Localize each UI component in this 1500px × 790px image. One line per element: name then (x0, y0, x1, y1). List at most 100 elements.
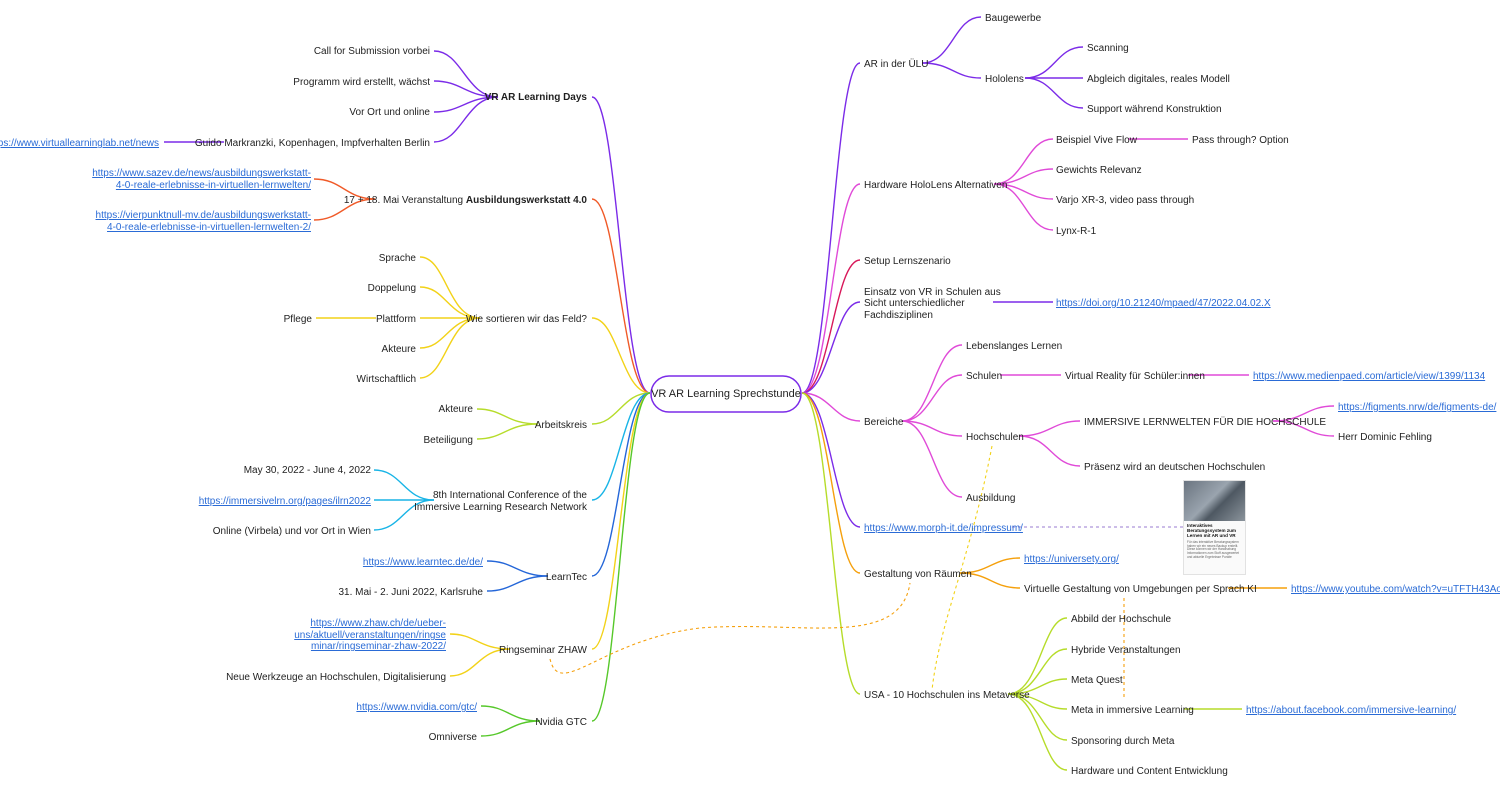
node-fehling[interactable]: Herr Dominic Fehling (1338, 432, 1432, 443)
node-lebenslang[interactable]: Lebenslanges Lernen (966, 341, 1062, 352)
node-support[interactable]: Support während Konstruktion (1087, 104, 1222, 115)
node-conference-line2[interactable]: Immersive Learning Research Network (414, 502, 588, 513)
node-scanning[interactable]: Scanning (1087, 43, 1129, 54)
link-nvidia[interactable]: https://www.nvidia.com/gtc/ (356, 702, 477, 713)
left-labels: VR AR Learning Days Call for Submission … (0, 46, 588, 743)
root-node[interactable] (650, 375, 802, 413)
node-bereiche[interactable]: Bereiche (864, 417, 904, 428)
node-hardware[interactable]: Hardware HoloLens Alternativen (864, 180, 1007, 191)
node-raeume[interactable]: Gestaltung von Räumen (864, 569, 972, 580)
node-vive-flow[interactable]: Beispiel Vive Flow (1056, 135, 1138, 146)
node-pflege[interactable]: Pflege (284, 314, 313, 325)
node-einsatz-line2[interactable]: Sicht unterschiedlicher (864, 298, 965, 309)
node-usa[interactable]: USA - 10 Hochschulen ins Metaverse (864, 690, 1030, 701)
node-varjo[interactable]: Varjo XR-3, video pass through (1056, 195, 1194, 206)
node-vor-ort-online[interactable]: Vor Ort und online (349, 107, 430, 118)
node-einsatz-line1[interactable]: Einsatz von VR in Schulen aus (864, 287, 1001, 298)
node-omniverse[interactable]: Omniverse (429, 732, 478, 743)
node-doppelung[interactable]: Doppelung (368, 283, 416, 294)
node-schulen[interactable]: Schulen (966, 371, 1002, 382)
node-wirtschaftlich[interactable]: Wirtschaftlich (357, 374, 416, 385)
branch-einsatz (801, 301, 861, 394)
node-ringseminar[interactable]: Ringseminar ZHAW (499, 645, 588, 656)
node-sponsoring[interactable]: Sponsoring durch Meta (1071, 736, 1175, 747)
node-sprache[interactable]: Sprache (379, 253, 417, 264)
link-zhaw-line2[interactable]: uns/aktuell/veranstaltungen/ringse (294, 630, 446, 641)
left-branches (164, 50, 651, 737)
node-hochschulen[interactable]: Hochschulen (966, 432, 1024, 443)
branch-morph (801, 392, 861, 528)
node-akteure-sort[interactable]: Akteure (382, 344, 417, 355)
node-meta-quest[interactable]: Meta Quest (1071, 675, 1123, 686)
node-conference-line1[interactable]: 8th International Conference of the (433, 490, 587, 501)
node-sortieren[interactable]: Wie sortieren wir das Feld? (466, 314, 588, 325)
link-vierpunktnull-line2[interactable]: 4-0-reale-erlebnisse-in-virtuellen-lernw… (107, 222, 311, 233)
node-pass-through[interactable]: Pass through? Option (1192, 135, 1289, 146)
thumbnail-photo (1184, 481, 1245, 521)
node-plattform[interactable]: Plattform (376, 314, 416, 325)
node-beteiligung[interactable]: Beteiligung (424, 435, 473, 446)
node-abgleich[interactable]: Abgleich digitales, reales Modell (1087, 74, 1230, 85)
branch-arbeitskreis (591, 392, 651, 425)
node-nvidia[interactable]: Nvidia GTC (535, 717, 587, 728)
link-sazev-line1[interactable]: https://www.sazev.de/news/ausbildungswer… (92, 168, 311, 179)
node-arbeitskreis[interactable]: Arbeitskreis (535, 420, 587, 431)
node-conference-date[interactable]: May 30, 2022 - June 4, 2022 (244, 465, 372, 476)
link-doi[interactable]: https://doi.org/10.21240/mpaed/47/2022.0… (1056, 298, 1271, 309)
link-medienpaed[interactable]: https://www.medienpaed.com/article/view/… (1253, 371, 1486, 382)
node-praesenz[interactable]: Präsenz wird an deutschen Hochschulen (1084, 462, 1265, 473)
node-vr-ar-days[interactable]: VR AR Learning Days (485, 92, 588, 103)
node-virtuell[interactable]: Virtuelle Gestaltung von Umgebungen per … (1024, 584, 1257, 595)
node-ar-ulu[interactable]: AR in der ÜLU (864, 58, 928, 70)
node-hardware-content[interactable]: Hardware und Content Entwicklung (1071, 766, 1228, 777)
node-baugewerbe[interactable]: Baugewerbe (985, 13, 1042, 24)
branch-sortieren (591, 317, 651, 394)
branch-conference (591, 392, 651, 501)
link-morph[interactable]: https://www.morph-it.de/impressum/ (864, 523, 1023, 534)
node-ausbildungswerkstatt[interactable]: 17 + 18. Mai Veranstaltung Ausbildungswe… (344, 195, 588, 206)
node-hololens[interactable]: Hololens (985, 74, 1024, 85)
node-learntec[interactable]: LearnTec (546, 572, 587, 583)
thumbnail-text: Für das interaktive Beratungssystem habe… (1187, 539, 1240, 560)
link-facebook[interactable]: https://about.facebook.com/immersive-lea… (1246, 705, 1456, 716)
link-zhaw-line3[interactable]: minar/ringseminar-zhaw-2022/ (311, 641, 446, 652)
link-ilrn[interactable]: https://immersivelrn.org/pages/ilrn2022 (199, 496, 372, 507)
ausbildung-bold: Ausbildungswerkstatt 4.0 (466, 195, 588, 206)
article-thumbnail[interactable]: Interaktives Beratungssystem zum Lernen … (1183, 480, 1246, 575)
node-call-for-submission[interactable]: Call for Submission vorbei (314, 46, 430, 57)
node-programm[interactable]: Programm wird erstellt, wächst (293, 77, 430, 88)
node-akteure-ak[interactable]: Akteure (439, 404, 474, 415)
right-labels: AR in der ÜLU Baugewerbe Hololens Scanni… (864, 13, 1500, 777)
link-vierpunktnull-line1[interactable]: https://vierpunktnull-mv.de/ausbildungsw… (96, 210, 311, 221)
node-lynx[interactable]: Lynx-R-1 (1056, 226, 1097, 237)
node-conference-virbela[interactable]: Online (Virbela) und vor Ort in Wien (213, 526, 371, 537)
link-zhaw-line1[interactable]: https://www.zhaw.ch/de/ueber- (310, 618, 446, 629)
branch-ringseminar (591, 392, 651, 650)
link-youtube[interactable]: https://www.youtube.com/watch?v=uTFTH43A… (1291, 584, 1500, 595)
node-hybride[interactable]: Hybride Veranstaltungen (1071, 645, 1181, 656)
branch-vr-ar-days (591, 96, 651, 394)
link-learntec[interactable]: https://www.learntec.de/de/ (363, 557, 483, 568)
node-meta-immersive[interactable]: Meta in immersive Learning (1071, 705, 1194, 716)
branch-usa (801, 392, 861, 695)
node-learntec-date[interactable]: 31. Mai - 2. Juni 2022, Karlsruhe (338, 587, 483, 598)
node-neue-werkzeuge[interactable]: Neue Werkzeuge an Hochschulen, Digitalis… (226, 672, 446, 683)
node-einsatz-line3[interactable]: Fachdisziplinen (864, 310, 933, 321)
branch-ausbildung (591, 198, 651, 394)
branch-raeume (801, 392, 861, 574)
right-branches (801, 16, 1335, 771)
node-setup[interactable]: Setup Lernszenario (864, 256, 951, 267)
branch-nvidia (591, 392, 651, 722)
node-ausbildung[interactable]: Ausbildung (966, 493, 1015, 504)
node-guido[interactable]: Guido Markranzki, Kopenhagen, Impfverhal… (195, 138, 430, 149)
link-virtuallearninglab[interactable]: https://www.virtuallearninglab.net/news (0, 138, 159, 149)
node-abbild[interactable]: Abbild der Hochschule (1071, 614, 1171, 625)
node-gewicht[interactable]: Gewichts Relevanz (1056, 165, 1142, 176)
branch-hardware (801, 183, 861, 394)
link-sazev-line2[interactable]: 4-0-reale-erlebnisse-in-virtuellen-lernw… (116, 180, 311, 191)
link-figments[interactable]: https://figments.nrw/de/figments-de/ (1338, 402, 1497, 413)
link-universety[interactable]: https://universety.org/ (1024, 554, 1119, 565)
node-immersive-lernwelten[interactable]: IMMERSIVE LERNWELTEN FÜR DIE HOCHSCHULE (1084, 416, 1326, 428)
node-vr-schueler[interactable]: Virtual Reality für Schüler:innen (1065, 371, 1205, 382)
